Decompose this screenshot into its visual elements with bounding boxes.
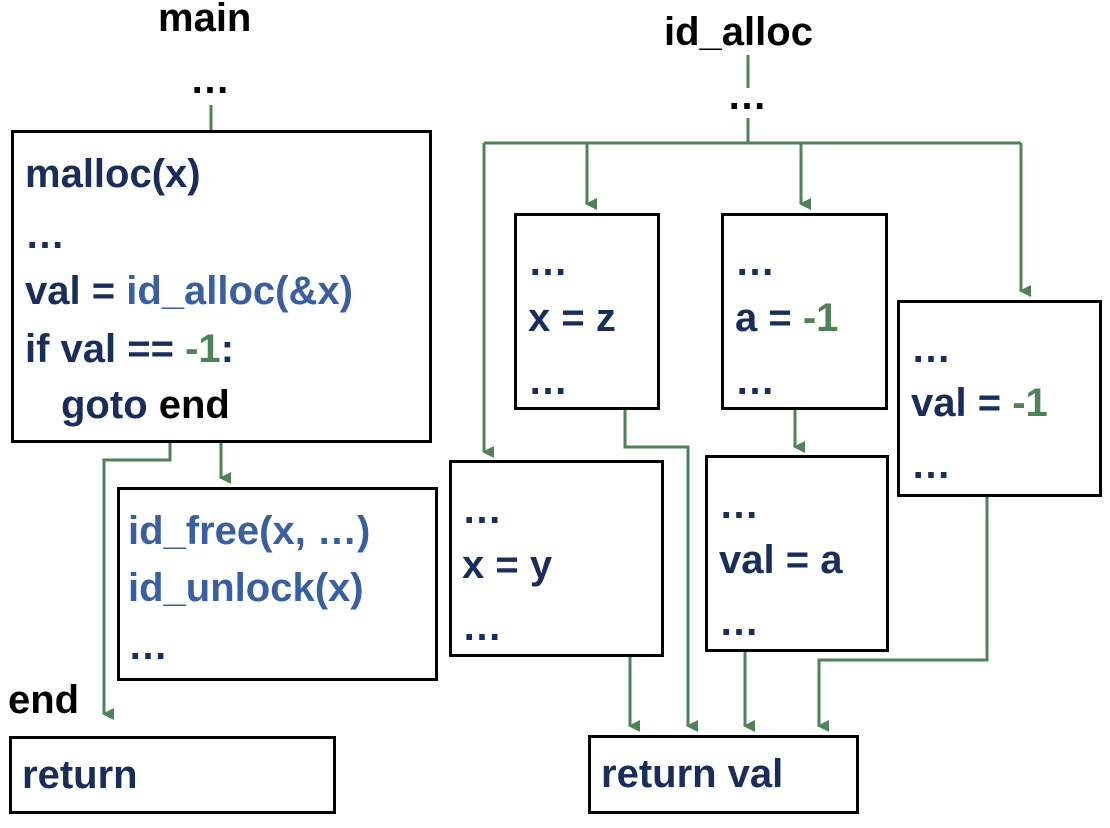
val-assign-line: val = -1 bbox=[911, 379, 1048, 427]
main-return-block: return bbox=[9, 736, 336, 814]
xy-assign-line: x = y bbox=[462, 543, 553, 587]
val-to-return-edge bbox=[817, 495, 989, 732]
val-assign-line: val = id_alloc(&x) bbox=[25, 267, 353, 315]
xy-ellipsis-top: … bbox=[462, 488, 502, 532]
vala-ellipsis-bottom: … bbox=[719, 600, 759, 644]
main-ellipsis: … bbox=[190, 58, 230, 102]
id-alloc-call: id_alloc(&x) bbox=[126, 269, 353, 313]
val-ellipsis-top: … bbox=[911, 327, 951, 371]
a-ellipsis-top: … bbox=[735, 240, 775, 284]
end-label: end bbox=[8, 678, 80, 722]
main-ellipsis-line: … bbox=[25, 213, 65, 257]
id-alloc-return-text: return val bbox=[601, 752, 784, 796]
id-unlock-line: id_unlock(x) bbox=[128, 566, 364, 610]
id-alloc-ellipsis: … bbox=[727, 74, 767, 118]
goto-keyword: goto bbox=[61, 383, 159, 427]
id-alloc-function-title: id_alloc bbox=[664, 10, 813, 54]
if-check-suffix: : bbox=[220, 327, 235, 371]
branch-val-eq-minus1-block: … val = -1 … bbox=[897, 300, 1102, 497]
goto-end-edge bbox=[102, 442, 172, 720]
a-ellipsis-bottom: … bbox=[735, 359, 775, 403]
main-code-block: malloc(x) … val = id_alloc(&x) if val ==… bbox=[11, 130, 432, 443]
goto-line: goto end bbox=[61, 381, 230, 429]
xz-assign-line: x = z bbox=[528, 296, 616, 340]
xz-to-return-edge bbox=[623, 408, 698, 732]
a-assign-constant: -1 bbox=[802, 296, 839, 340]
val-assign-prefix: val = bbox=[911, 381, 1013, 425]
a-assign-prefix: a = bbox=[735, 296, 803, 340]
val-ellipsis-bottom: … bbox=[911, 443, 951, 487]
cleanup-ellipsis-line: … bbox=[128, 624, 168, 668]
goto-target: end bbox=[158, 383, 230, 427]
xy-ellipsis-bottom: … bbox=[462, 605, 502, 649]
branch-x-eq-y-block: … x = y … bbox=[449, 460, 664, 657]
id-alloc-return-block: return val bbox=[588, 735, 859, 814]
xz-ellipsis-bottom: … bbox=[528, 359, 568, 403]
branch-a-eq-minus1-block: … a = -1 … bbox=[721, 213, 888, 410]
main-return-text: return bbox=[22, 753, 138, 797]
malloc-line: malloc(x) bbox=[25, 152, 201, 196]
cleanup-code-block: id_free(x, …) id_unlock(x) … bbox=[117, 487, 438, 681]
val-assign-constant: -1 bbox=[1012, 381, 1048, 425]
if-check-line: if val == -1: bbox=[25, 325, 234, 373]
vala-assign-line: val = a bbox=[719, 538, 843, 582]
id-free-line: id_free(x, …) bbox=[128, 509, 371, 553]
if-check-prefix: if val == bbox=[25, 327, 186, 371]
branch-x-eq-z-block: … x = z … bbox=[514, 213, 660, 410]
xz-ellipsis-top: … bbox=[528, 240, 568, 284]
main-function-title: main bbox=[158, 0, 252, 40]
val-assign-prefix: val = bbox=[25, 269, 127, 313]
a-assign-line: a = -1 bbox=[735, 294, 838, 342]
vala-ellipsis-top: … bbox=[719, 483, 759, 527]
branch-val-eq-a-block: … val = a … bbox=[705, 455, 889, 652]
if-check-constant: -1 bbox=[185, 327, 221, 371]
